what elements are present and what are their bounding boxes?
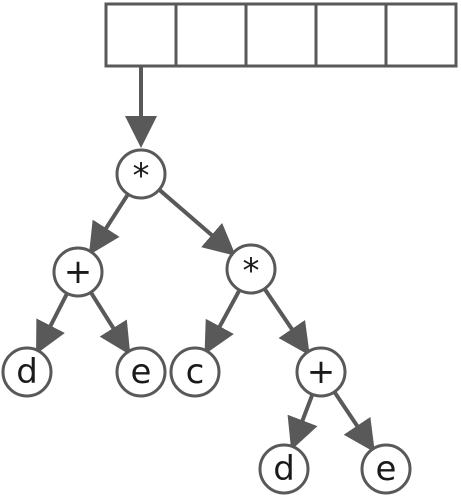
tree-edge <box>287 393 318 451</box>
tree-edge <box>332 390 375 453</box>
tree-node: e <box>360 443 412 495</box>
tree-node-label: e <box>131 352 152 392</box>
tree-edge <box>89 291 131 356</box>
tree-node-label: + <box>64 252 93 292</box>
array-cell <box>244 2 318 68</box>
tree-node-circle <box>115 346 167 398</box>
tree-node-circle <box>360 443 412 495</box>
tree-edge <box>88 193 130 256</box>
array-cell <box>384 2 458 68</box>
tree-edges <box>36 188 375 453</box>
tree-edge <box>262 287 310 356</box>
tree-node: * <box>115 148 167 200</box>
tree-node-circle <box>295 346 347 398</box>
array-cell <box>104 2 178 68</box>
tree-edge <box>157 188 236 256</box>
array-cells <box>104 2 458 68</box>
tree-node-label: + <box>307 352 336 392</box>
array-cell <box>174 2 248 68</box>
tree-node: e <box>115 346 167 398</box>
tree-node: + <box>52 246 104 298</box>
tree-node-circle <box>225 243 277 295</box>
tree-node-circle <box>258 443 310 495</box>
tree-node-circle <box>1 346 53 398</box>
tree-node-circle <box>52 246 104 298</box>
tree-node-label: e <box>376 449 397 489</box>
tree-node: d <box>1 346 53 398</box>
tree-node-label: * <box>133 156 150 196</box>
tree-node: c <box>169 346 221 398</box>
tree-node-label: c <box>186 352 205 392</box>
tree-node-label: d <box>273 449 295 489</box>
array-cell <box>314 2 388 68</box>
tree-node-circle <box>169 346 221 398</box>
tree-node-label: d <box>16 352 38 392</box>
tree-node-circle <box>115 148 167 200</box>
tree-node: d <box>258 443 310 495</box>
tree-node: + <box>295 346 347 398</box>
tree-node-label: * <box>243 251 260 291</box>
tree-edge <box>204 289 242 355</box>
tree-node: * <box>225 243 277 295</box>
tree-edge <box>36 292 69 355</box>
